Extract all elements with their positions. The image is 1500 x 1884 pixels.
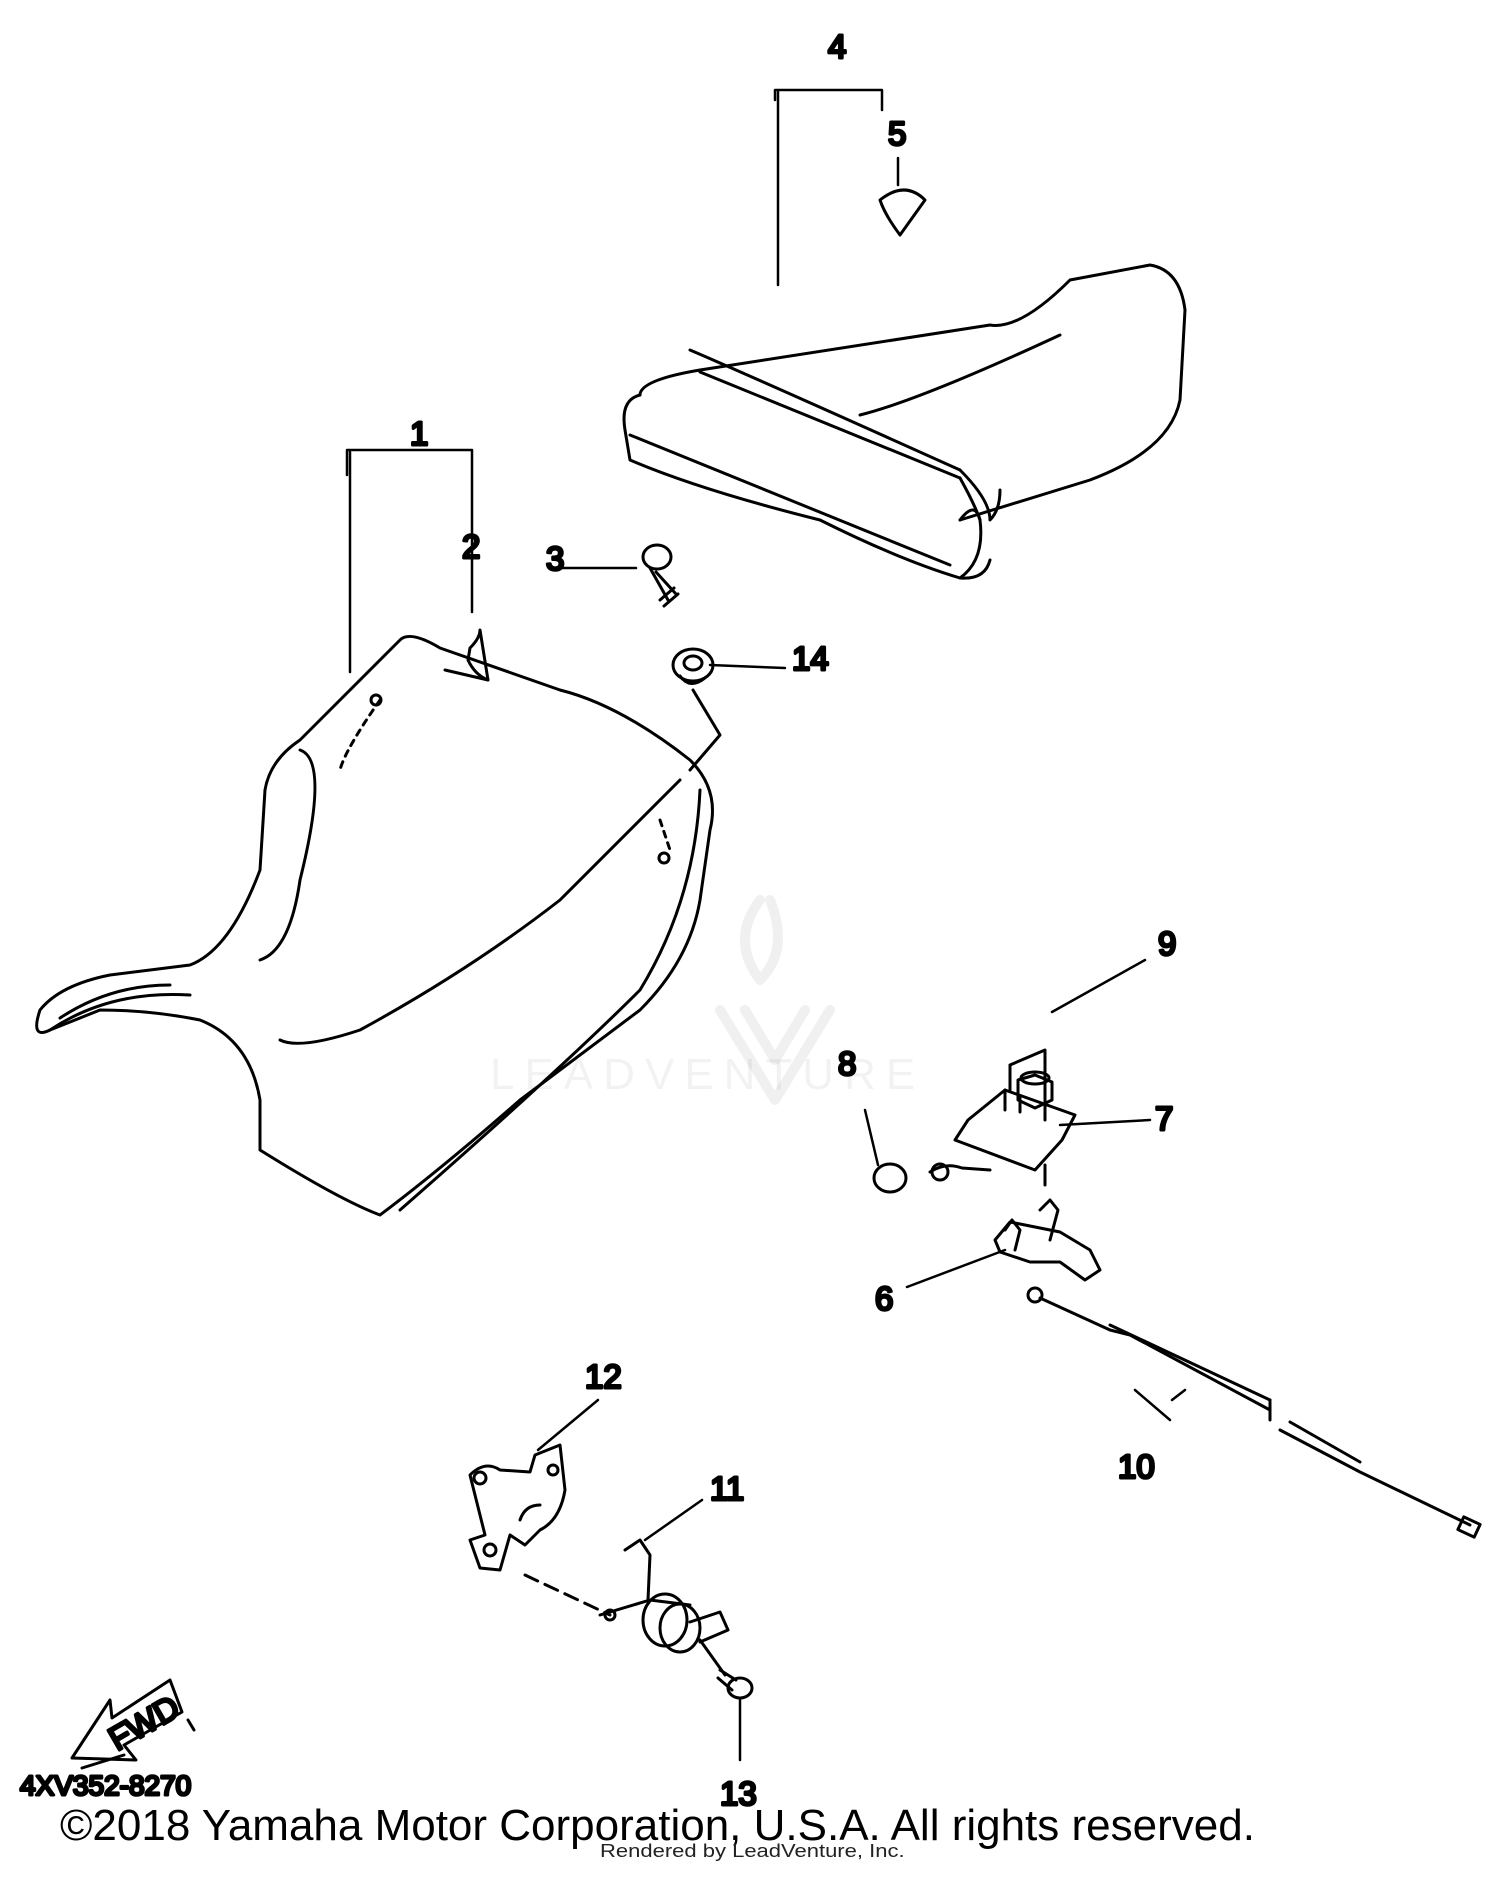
lock-leader-dash xyxy=(523,1573,612,1617)
rear-seat xyxy=(622,263,1187,580)
lock-plate xyxy=(468,1443,567,1572)
callout-2: 2 xyxy=(462,528,480,565)
front-seat-label-tag xyxy=(443,628,490,682)
callout-12: 12 xyxy=(585,1358,622,1395)
bracket-upper xyxy=(928,1088,1077,1182)
copyright-notice: ©2018 Yamaha Motor Corporation, U.S.A. A… xyxy=(60,1801,1255,1850)
callout-4: 4 xyxy=(828,28,846,65)
callout-10: 10 xyxy=(1118,1448,1155,1485)
callout-5: 5 xyxy=(888,115,906,152)
watermark-text: LEADVENTURE xyxy=(490,1050,926,1099)
bracket-lower xyxy=(993,1198,1102,1282)
rear-seat-label-tag xyxy=(878,188,927,237)
callout-11: 11 xyxy=(710,1470,744,1507)
front-seat xyxy=(35,634,714,1217)
seat-lock-cable xyxy=(1026,1286,1482,1539)
fwd-arrow-icon xyxy=(70,1678,196,1770)
collar xyxy=(671,647,715,685)
bolt xyxy=(641,543,680,608)
callout-7: 7 xyxy=(1155,1100,1173,1137)
watermark-logo xyxy=(715,895,835,1105)
collar-leader-line xyxy=(688,688,722,772)
callout-13: 13 xyxy=(720,1775,757,1812)
callout-9: 9 xyxy=(1158,925,1176,962)
callout-1: 1 xyxy=(410,415,428,452)
bracket-leader-lines xyxy=(1008,1048,1047,1187)
callout-14: 14 xyxy=(792,640,829,677)
lock-screw xyxy=(716,1668,754,1700)
rendered-by-note: Rendered by LeadVenture, Inc. xyxy=(600,1839,905,1862)
leader-lines xyxy=(345,88,1187,1762)
callout-6: 6 xyxy=(875,1280,893,1317)
rivet xyxy=(872,1162,908,1194)
nut xyxy=(1016,1070,1054,1110)
callout-3: 3 xyxy=(546,540,564,577)
diagram-code: 4XV352-8270 xyxy=(20,1770,191,1801)
seat-lock xyxy=(598,1538,730,1677)
callout-8: 8 xyxy=(838,1045,856,1082)
